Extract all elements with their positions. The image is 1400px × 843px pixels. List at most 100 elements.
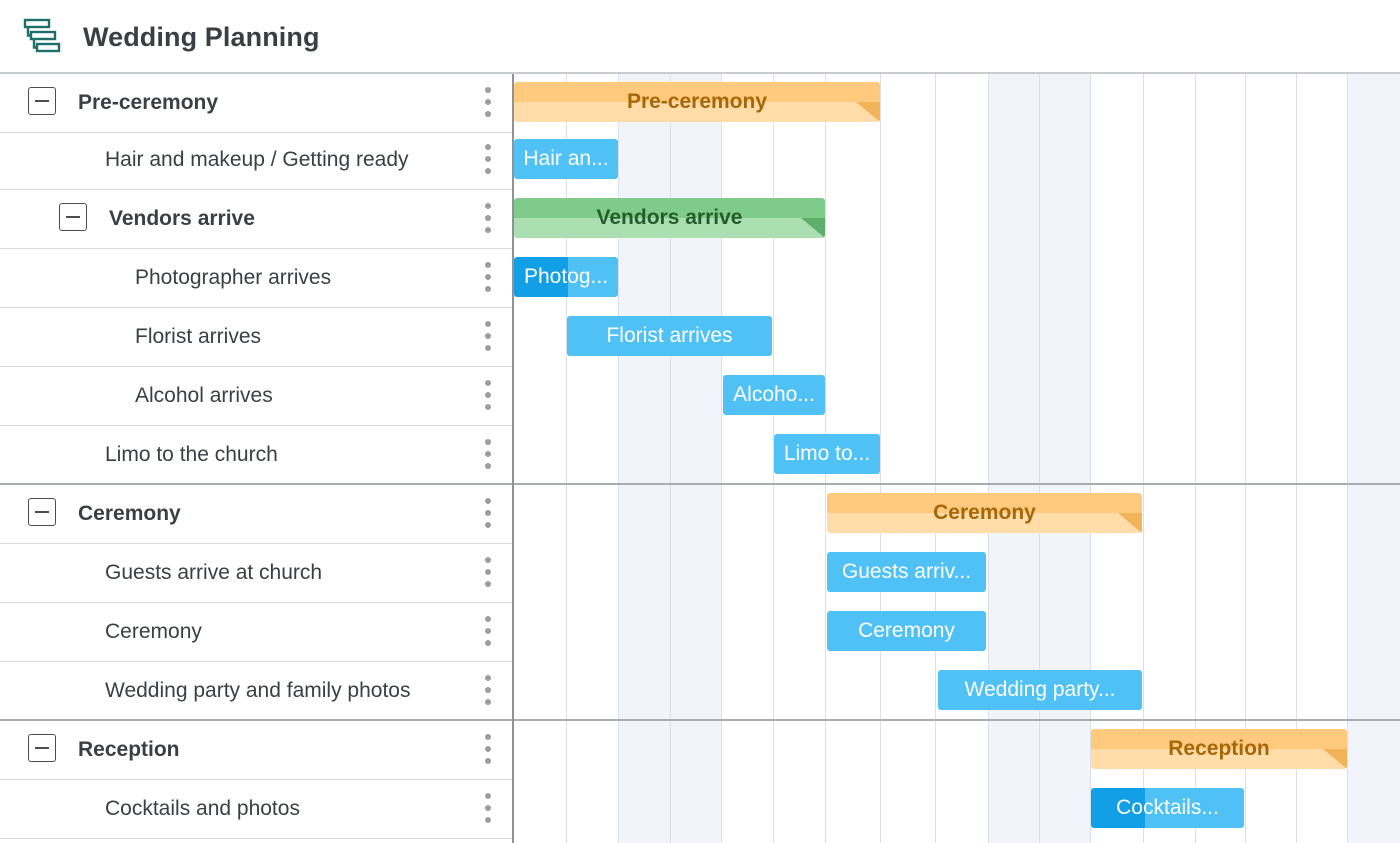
more-options-icon[interactable] <box>481 439 495 471</box>
summary-bar[interactable]: Ceremony <box>827 493 1142 533</box>
grid-line <box>1039 74 1040 843</box>
task-name: Cocktails and photos <box>105 797 300 820</box>
more-options-icon[interactable] <box>481 675 495 707</box>
weekend-column <box>1347 74 1400 843</box>
page-title: Wedding Planning <box>83 22 320 52</box>
task-row[interactable]: Guests arrive at church <box>0 544 512 603</box>
task-bar[interactable]: Hair an... <box>514 139 618 179</box>
group-row[interactable]: Reception <box>0 721 512 780</box>
task-name: Limo to the church <box>105 443 278 466</box>
collapse-icon[interactable] <box>28 498 56 526</box>
more-options-icon[interactable] <box>481 87 495 119</box>
grid-line <box>618 74 619 843</box>
bar-label: Pre-ceremony <box>626 90 768 113</box>
bar-label: Photog... <box>523 265 609 288</box>
task-row[interactable]: Cocktails and photos <box>0 780 512 839</box>
task-row[interactable]: Photographer arrives <box>0 249 512 308</box>
task-bar[interactable]: Cocktails... <box>1091 788 1244 828</box>
grid-line <box>566 74 567 843</box>
task-name: Guests arrive at church <box>105 561 323 584</box>
task-bar[interactable]: Alcoho... <box>723 375 825 415</box>
grid-line <box>1090 74 1091 843</box>
task-name: Ceremony <box>105 620 202 643</box>
more-options-icon[interactable] <box>481 734 495 766</box>
task-name: Reception <box>78 738 180 761</box>
task-bar[interactable]: Guests arriv... <box>827 552 986 592</box>
bar-label: Reception <box>1168 737 1270 760</box>
task-bar[interactable]: Wedding party... <box>938 670 1142 710</box>
bar-label: Alcoho... <box>733 383 815 406</box>
grid-line <box>1245 74 1246 843</box>
task-name: Vendors arrive <box>109 207 255 230</box>
task-name: Ceremony <box>78 502 181 525</box>
task-bar[interactable]: Ceremony <box>827 611 986 651</box>
task-bar[interactable]: Limo to... <box>774 434 880 474</box>
bar-label: Cocktails... <box>1116 796 1219 819</box>
grid-line <box>670 74 671 843</box>
collapse-icon[interactable] <box>59 203 87 231</box>
more-options-icon[interactable] <box>481 557 495 589</box>
bar-label: Ceremony <box>858 619 955 642</box>
bar-label: Wedding party... <box>964 678 1116 701</box>
task-row[interactable]: Hair and makeup / Getting ready <box>0 131 512 190</box>
summary-bar[interactable]: Reception <box>1091 729 1347 769</box>
task-row[interactable]: Ceremony <box>0 603 512 662</box>
bar-label: Vendors arrive <box>596 206 743 229</box>
grid-line <box>773 74 774 843</box>
task-name: Wedding party and family photos <box>105 679 411 702</box>
task-name: Photographer arrives <box>135 266 332 289</box>
task-bar[interactable]: Florist arrives <box>567 316 772 356</box>
bar-label: Ceremony <box>933 501 1036 524</box>
summary-bar[interactable]: Vendors arrive <box>514 198 825 238</box>
group-row[interactable]: Ceremony <box>0 485 512 544</box>
summary-end-marker <box>1118 513 1142 533</box>
summary-end-marker <box>801 218 825 238</box>
task-name: Florist arrives <box>135 325 262 348</box>
app-header: Wedding Planning <box>0 0 1400 74</box>
more-options-icon[interactable] <box>481 380 495 412</box>
summary-bar[interactable]: Pre-ceremony <box>514 82 880 122</box>
weekend-column <box>1039 74 1090 843</box>
collapse-icon[interactable] <box>28 734 56 762</box>
grid-line <box>935 74 936 843</box>
grid-line <box>988 74 989 843</box>
weekend-column <box>670 74 721 843</box>
more-options-icon[interactable] <box>481 793 495 825</box>
task-row[interactable]: Wedding party and family photos <box>0 662 512 721</box>
summary-end-marker <box>1323 749 1347 769</box>
weekend-column <box>988 74 1039 843</box>
bar-label: Florist arrives <box>606 324 733 347</box>
weekend-column <box>618 74 670 843</box>
grid-line <box>1347 74 1348 843</box>
summary-end-marker <box>856 102 880 122</box>
collapse-icon[interactable] <box>28 87 56 115</box>
group-row[interactable]: Vendors arrive <box>0 190 512 249</box>
bar-label: Hair an... <box>523 147 609 170</box>
bar-label: Guests arriv... <box>841 560 972 583</box>
task-name: Alcohol arrives <box>135 384 273 407</box>
group-separator <box>514 483 1400 485</box>
group-separator <box>514 719 1400 721</box>
grid-line <box>1296 74 1297 843</box>
gantt-chart-icon <box>23 18 61 53</box>
more-options-icon[interactable] <box>481 616 495 648</box>
task-row[interactable]: Limo to the church <box>0 426 512 485</box>
more-options-icon[interactable] <box>481 262 495 294</box>
bar-label: Limo to... <box>783 442 871 465</box>
grid-line <box>1143 74 1144 843</box>
more-options-icon[interactable] <box>481 498 495 530</box>
more-options-icon[interactable] <box>481 144 495 176</box>
more-options-icon[interactable] <box>481 321 495 353</box>
grid-line <box>721 74 722 843</box>
task-bar[interactable]: Photog... <box>514 257 618 297</box>
group-row[interactable]: Pre-ceremony <box>0 74 512 133</box>
task-name: Pre-ceremony <box>78 91 219 114</box>
task-row[interactable]: Alcohol arrives <box>0 367 512 426</box>
grid-line <box>880 74 881 843</box>
grid-line <box>1195 74 1196 843</box>
more-options-icon[interactable] <box>481 203 495 235</box>
task-name: Hair and makeup / Getting ready <box>105 148 409 171</box>
task-row[interactable]: Florist arrives <box>0 308 512 367</box>
